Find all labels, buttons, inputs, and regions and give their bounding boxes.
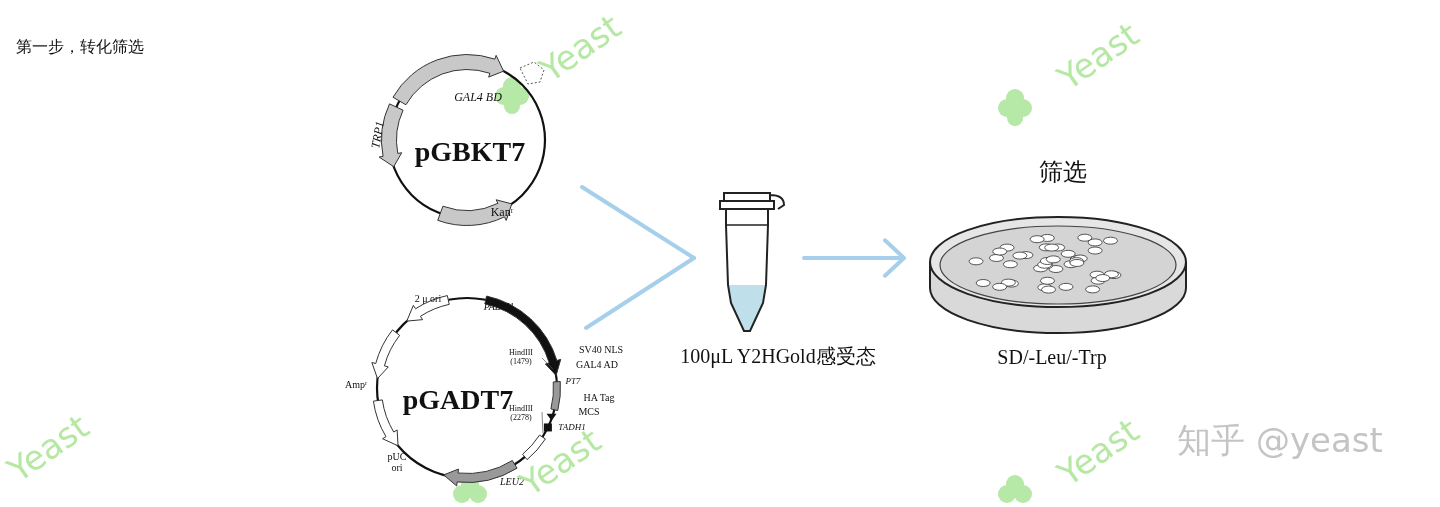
gene-label: GAL4 BD (454, 91, 502, 104)
plasmid-name: pGBKT7 (415, 137, 525, 168)
gene-label: Kanʳ (491, 206, 514, 219)
watermark: Yeast (1052, 413, 1144, 492)
colony (1061, 250, 1075, 257)
agar (940, 226, 1176, 304)
colony (1059, 283, 1073, 290)
colony (1003, 261, 1017, 268)
tube-caption: 100μL Y2HGold感受态 (680, 345, 875, 367)
colony (969, 258, 983, 265)
plasmid-feature (393, 55, 504, 105)
feature-label: pUC ori (382, 451, 412, 473)
connector-arrow (804, 240, 904, 275)
colony (1078, 234, 1092, 241)
tube-cap (724, 193, 784, 209)
plasmid-map: pGADT7 2 μ oriPADH1HindIII (1479) SV40 NLS… (330, 285, 630, 502)
heading: 第一步，转化筛选 (16, 37, 144, 58)
petri-dish: 筛选 SD/-Leu/-Trp (920, 155, 1205, 375)
plasmid-feature (372, 330, 400, 379)
colony (1086, 286, 1100, 293)
connector-arrow (586, 258, 694, 328)
leader-line (542, 412, 544, 433)
feature-label: SV40 NLS (579, 344, 623, 355)
colony (993, 283, 1007, 290)
colony (976, 280, 990, 287)
feature-label: 2 μ ori (415, 293, 441, 304)
feature-label: MCS (578, 406, 599, 417)
colony (993, 248, 1007, 255)
site-label: HindIII (1479) (503, 349, 539, 367)
feature-label: HA Tag (583, 392, 614, 403)
connector-arrow (582, 187, 694, 258)
plasmid-name: pGADT7 (403, 385, 513, 416)
tube: 100μL Y2HGold感受态 (655, 185, 905, 370)
watermark: Yeast (514, 423, 606, 502)
watermark: Yeast (2, 409, 94, 488)
colony (1041, 277, 1055, 284)
step-label: 筛选 (1039, 159, 1087, 185)
dish-rim (930, 217, 1186, 307)
colony (1096, 275, 1110, 282)
plasmid-feature (551, 381, 561, 410)
watermark: Yeast (534, 9, 626, 88)
tube-line (727, 224, 767, 226)
colony (1030, 236, 1044, 243)
watermark: 知乎 @yeast (1177, 423, 1383, 457)
colony (989, 254, 1003, 261)
feature-label: Ampʳ (345, 379, 367, 390)
mcs-mark (544, 423, 552, 431)
colony (1070, 259, 1084, 266)
tube-rim (720, 201, 774, 209)
tube-body (726, 209, 768, 331)
colony (1088, 247, 1102, 254)
colony (1046, 256, 1060, 263)
feature-label: PT7 (565, 377, 580, 387)
feature-label: PADH1 (484, 301, 514, 312)
site-label: HindIII (2278) (503, 405, 539, 423)
feature-label: GAL4 AD (576, 359, 618, 370)
tube-drawing (710, 185, 790, 335)
watermark: Yeast (1052, 17, 1144, 96)
colony (1013, 252, 1027, 259)
medium-label: SD/-Leu/-Trp (997, 346, 1106, 368)
promoter-mark (547, 414, 557, 421)
plasmid-feature (373, 400, 398, 446)
colony (1042, 286, 1056, 293)
leader-line (542, 358, 553, 369)
dish-drawing (920, 195, 1205, 355)
colony (1045, 244, 1059, 251)
colony (1103, 237, 1117, 244)
